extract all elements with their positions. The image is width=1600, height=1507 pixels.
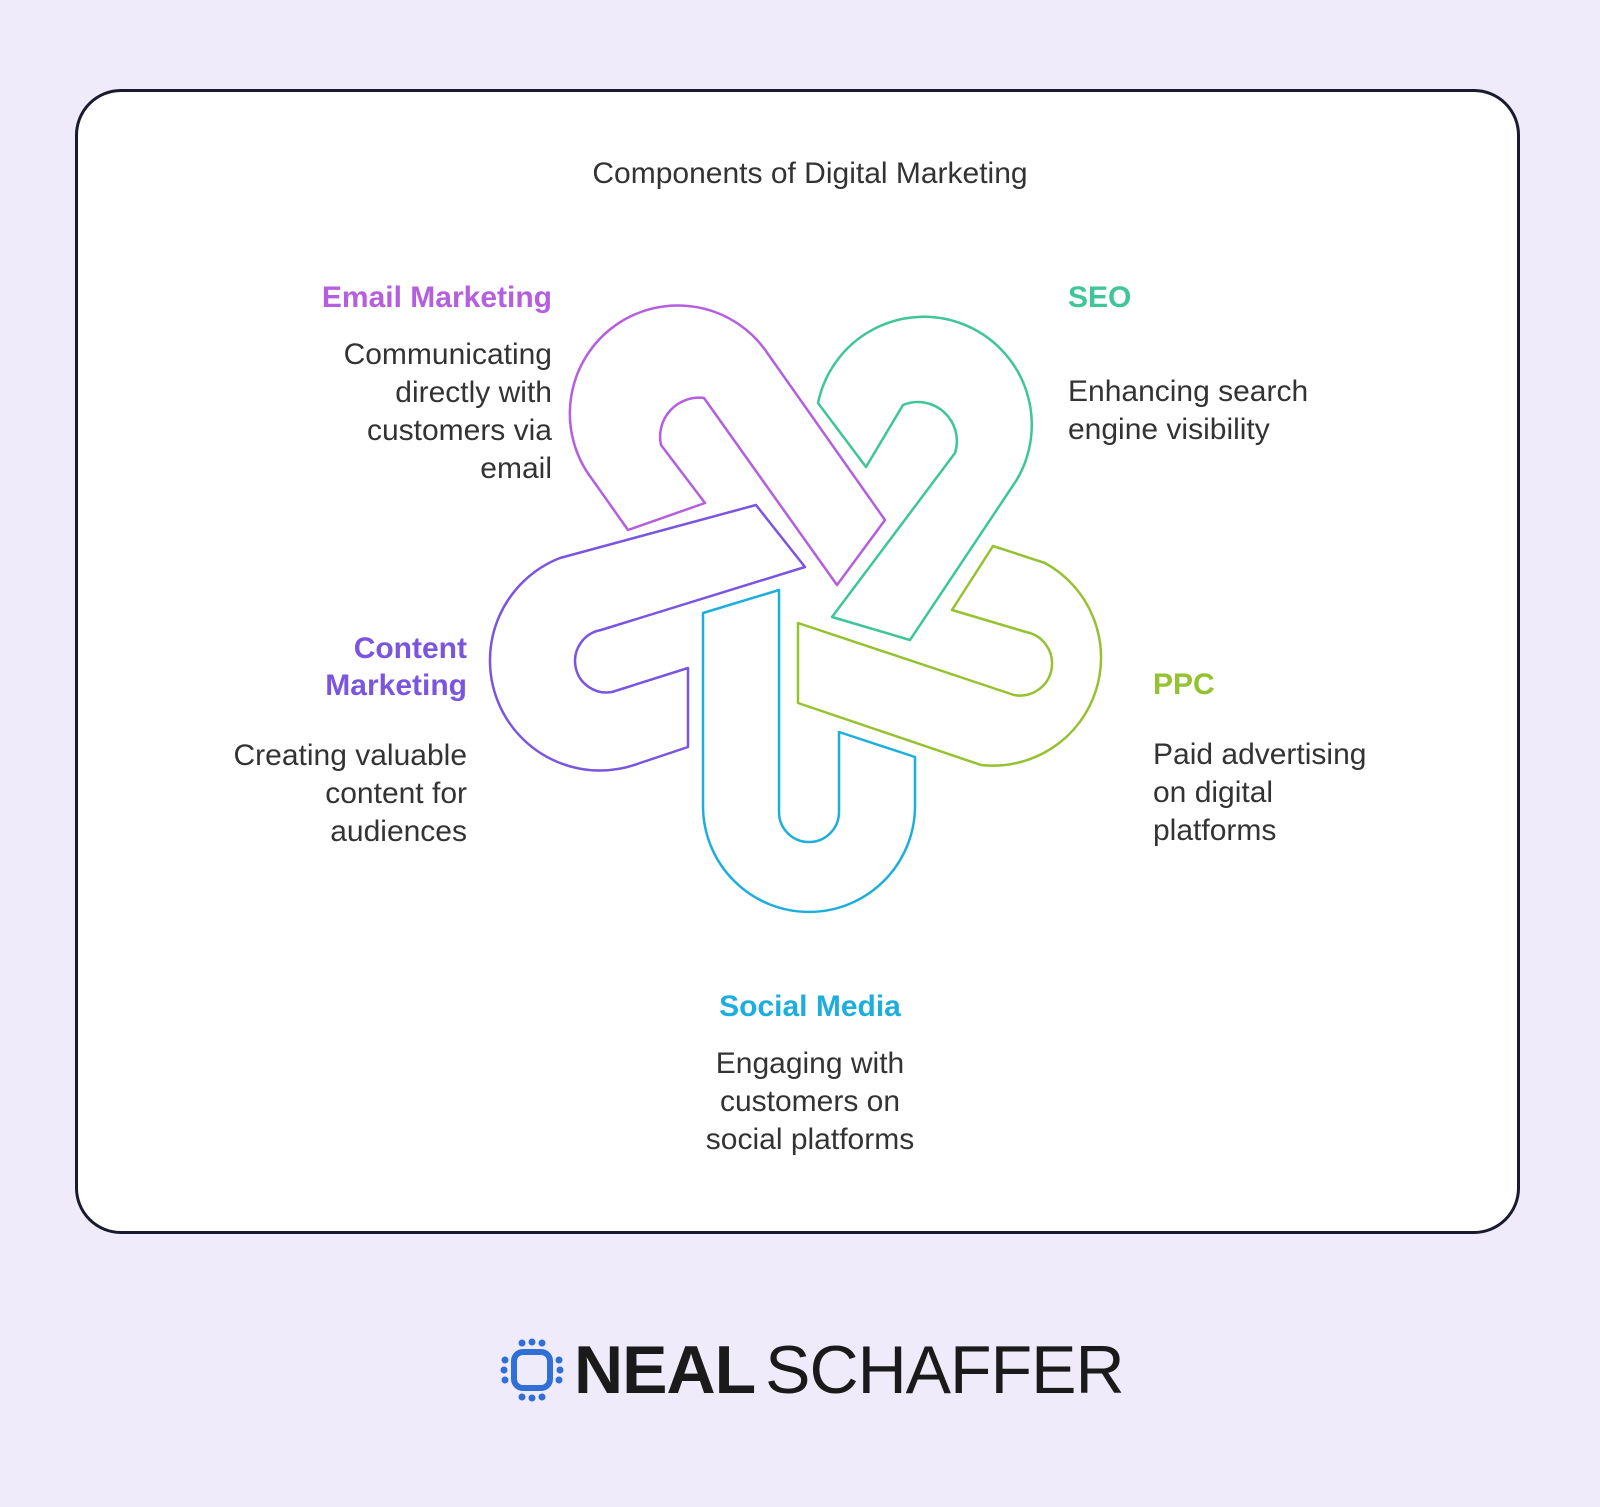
email-marketing-block: Email Marketing Communicating directly w… bbox=[322, 279, 552, 488]
email-marketing-desc-line: customers via bbox=[366, 414, 552, 447]
brand-logo: NEAL SCHAFFER bbox=[500, 1330, 1125, 1410]
email-loop bbox=[568, 304, 887, 587]
social-media-desc-line: social platforms bbox=[705, 1123, 915, 1156]
ppc-block: PPC Paid advertising on digital platform… bbox=[1153, 666, 1366, 850]
chip-logo-icon bbox=[500, 1338, 564, 1402]
seo-loop bbox=[816, 315, 1034, 642]
email-marketing-desc-line: directly with bbox=[395, 376, 552, 409]
ppc-heading: PPC bbox=[1153, 668, 1215, 701]
email-marketing-heading: Email Marketing bbox=[321, 281, 552, 314]
logo-first-word: NEAL bbox=[574, 1332, 756, 1408]
ppc-desc-line: on digital bbox=[1153, 776, 1274, 809]
content-marketing-heading: Content bbox=[353, 632, 467, 665]
content-loop bbox=[488, 503, 807, 772]
ppc-desc-line: platforms bbox=[1153, 814, 1277, 847]
logo-last-word: SCHAFFER bbox=[765, 1332, 1124, 1408]
social-loop bbox=[701, 588, 917, 914]
social-media-block: Social Media Engaging with customers on … bbox=[660, 988, 960, 1159]
email-marketing-desc-line: Communicating bbox=[343, 338, 552, 371]
ppc-loop bbox=[796, 544, 1103, 767]
content-marketing-desc-line: Creating valuable bbox=[233, 739, 467, 772]
social-media-heading: Social Media bbox=[719, 990, 901, 1023]
social-media-desc-line: customers on bbox=[719, 1085, 901, 1118]
seo-desc-line: Enhancing search bbox=[1068, 375, 1309, 408]
content-marketing-block: Content Marketing Creating valuable cont… bbox=[234, 630, 467, 851]
email-marketing-desc-line: email bbox=[480, 452, 552, 485]
seo-block: SEO Enhancing search engine visibility bbox=[1068, 279, 1308, 449]
content-marketing-desc-line: audiences bbox=[330, 815, 467, 848]
seo-heading: SEO bbox=[1068, 281, 1132, 314]
ppc-desc-line: Paid advertising bbox=[1153, 738, 1367, 771]
diagram-title: Components of Digital Marketing bbox=[592, 157, 1028, 190]
social-media-desc-line: Engaging with bbox=[715, 1047, 905, 1080]
seo-desc-line: engine visibility bbox=[1068, 413, 1270, 446]
content-marketing-heading: Marketing bbox=[325, 669, 467, 702]
content-marketing-desc-line: content for bbox=[325, 777, 467, 810]
